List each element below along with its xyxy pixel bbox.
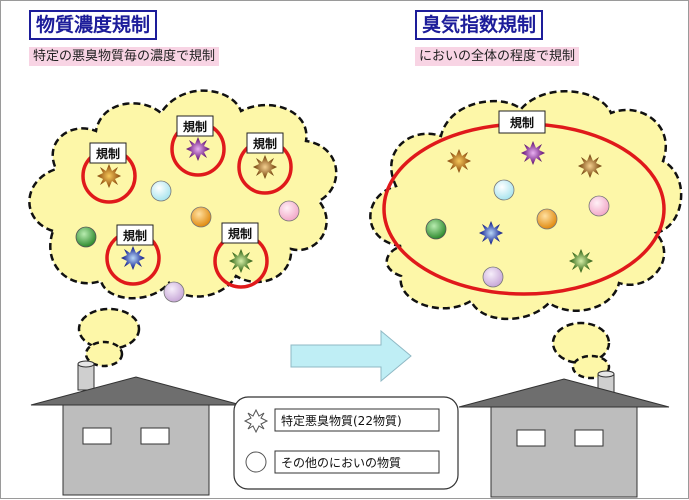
regulation-label: 規制 (176, 115, 214, 137)
left-puff-small (84, 340, 124, 368)
legend-other-box (274, 450, 440, 474)
right-roof (458, 378, 670, 408)
spiky-molecule-icon (121, 246, 145, 270)
right-house (458, 370, 670, 498)
right-window (516, 429, 546, 447)
svg-text:規制: 規制 (253, 136, 277, 151)
legend-other-label: その他のにおいの物質 (281, 455, 401, 470)
spiky-molecule-icon (229, 249, 253, 273)
round-molecule-icon (536, 208, 558, 230)
spiky-molecule-icon (521, 141, 545, 165)
regulation-label: 規制 (116, 224, 154, 246)
round-molecule-icon (150, 180, 172, 202)
round-molecule-icon (190, 206, 212, 228)
left-title: 物質濃度規制 (29, 10, 158, 40)
svg-text:規制: 規制 (510, 115, 534, 130)
round-molecule-icon (245, 451, 267, 473)
round-molecule-icon (493, 179, 515, 201)
left-subtitle: 特定の悪臭物質毎の濃度で規制 (29, 47, 220, 66)
spiky-molecule-icon (569, 249, 593, 273)
left-house (30, 360, 242, 496)
round-molecule-icon (482, 266, 504, 288)
regulation-label: 規制 (221, 222, 259, 244)
right-wall (490, 406, 638, 498)
left-window (82, 427, 112, 445)
right-subtitle: においの全体の程度で規制 (415, 47, 580, 66)
spiky-molecule-icon (479, 221, 503, 245)
right-cloud-shape (369, 90, 683, 321)
right-arrow-icon (290, 329, 412, 383)
right-window (574, 429, 604, 447)
legend: 特定悪臭物質(22物質) その他のにおいの物質 (233, 396, 459, 490)
regulation-label: 規制 (89, 142, 127, 164)
svg-text:規制: 規制 (96, 146, 120, 161)
round-molecule-icon (163, 281, 185, 303)
legend-specific-box (274, 408, 440, 432)
spiky-molecule-icon (447, 149, 471, 173)
left-roof (30, 376, 242, 406)
regulation-label: 規制 (246, 132, 284, 154)
regulation-label: 規制 (498, 110, 546, 134)
spiky-molecule-icon (243, 408, 269, 434)
spiky-molecule-icon (253, 155, 277, 179)
round-molecule-icon (588, 195, 610, 217)
left-chimney (77, 363, 95, 391)
round-molecule-icon (278, 200, 300, 222)
right-title: 臭気指数規制 (415, 10, 544, 40)
left-wall (62, 404, 210, 496)
left-odor-cloud: 規制 規制 規制 規制 規制 (28, 89, 338, 368)
round-molecule-icon (425, 218, 447, 240)
right-puff-large (551, 321, 611, 365)
right-odor-cloud: 規制 (369, 90, 683, 380)
svg-text:規制: 規制 (228, 226, 252, 241)
spiky-molecule-icon (578, 154, 602, 178)
spiky-molecule-icon (97, 164, 121, 188)
legend-specific-label: 特定悪臭物質(22物質) (281, 413, 402, 428)
svg-text:規制: 規制 (183, 119, 207, 134)
spiky-molecule-icon (186, 137, 210, 161)
round-molecule-icon (75, 226, 97, 248)
svg-text:規制: 規制 (123, 228, 147, 243)
left-window (140, 427, 170, 445)
